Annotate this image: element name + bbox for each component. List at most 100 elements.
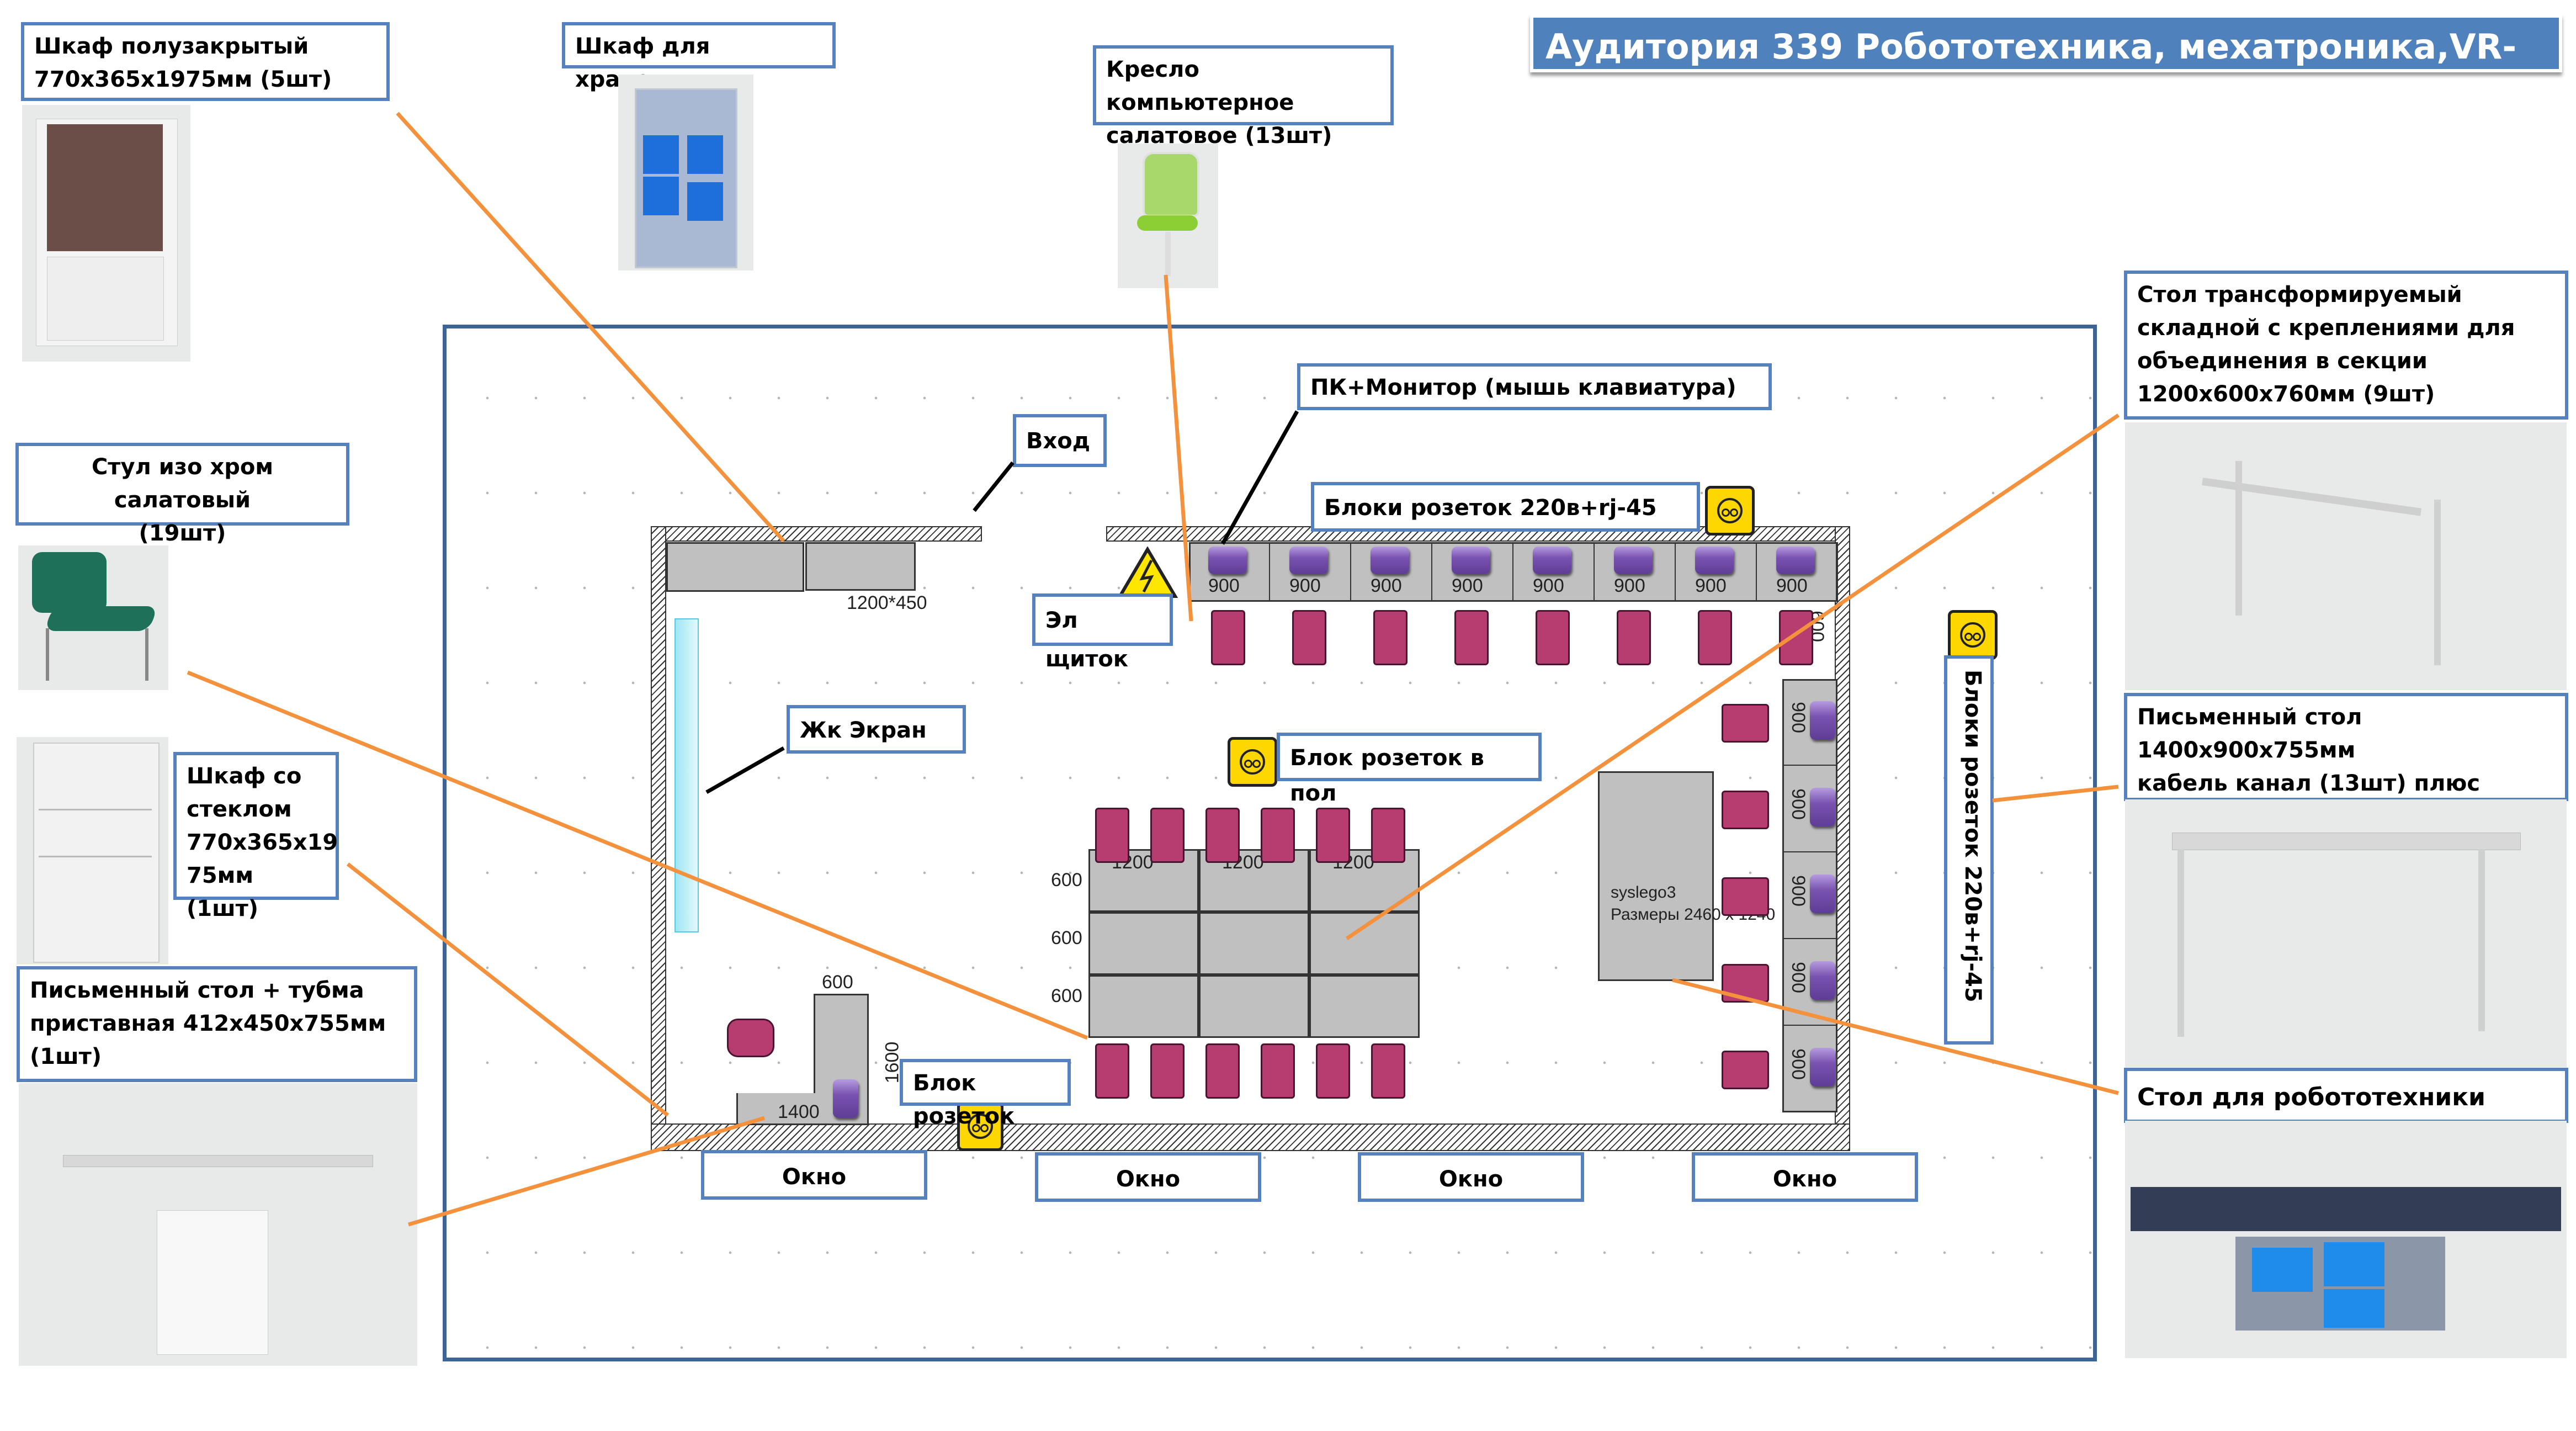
desk-width-label: 900 bbox=[1614, 575, 1645, 596]
chair-icon bbox=[1722, 964, 1769, 1003]
chair-icon bbox=[1150, 1043, 1185, 1099]
desk-width-label: 900 bbox=[1695, 575, 1727, 596]
chair-icon bbox=[1292, 610, 1326, 665]
pc-icon bbox=[1533, 547, 1571, 574]
right-desk: 900 bbox=[1782, 679, 1837, 766]
socket-icon-floor bbox=[1228, 737, 1277, 787]
callout-glass-cabinet: Шкаф со стеклом 770x365x19 75мм (1шт) bbox=[173, 752, 339, 921]
center-table bbox=[1088, 912, 1199, 975]
center-table-grid bbox=[1088, 849, 1420, 1038]
callout-lcd-screen: Жк Экран bbox=[787, 705, 966, 754]
lcd-screen bbox=[674, 618, 699, 932]
pc-icon bbox=[1810, 1048, 1835, 1086]
callout-robotics-table: Стол для робототехники 120кг 1шт bbox=[2124, 1068, 2568, 1156]
robotics-table-image bbox=[2125, 1121, 2567, 1358]
socket-icon-right bbox=[1948, 610, 1998, 660]
window-4: Окно bbox=[1692, 1152, 1918, 1202]
chair-icon bbox=[1205, 808, 1240, 863]
pc-icon bbox=[1776, 547, 1815, 574]
callout-socket-block: Блок розеток bbox=[900, 1059, 1071, 1129]
desk-width-label: 900 bbox=[1787, 788, 1809, 820]
center-table bbox=[1309, 912, 1420, 975]
chair-icon bbox=[1617, 610, 1651, 665]
chair-icon bbox=[1722, 791, 1769, 829]
callout-iso-chair: Стул изо хром салатовый (19шт) bbox=[15, 443, 349, 546]
callout-storage-cabinet: Шкаф для хранения bbox=[562, 22, 836, 92]
chair-icon bbox=[1371, 808, 1405, 863]
transform-table-image bbox=[2125, 422, 2567, 690]
desk-width-label: 900 bbox=[1787, 702, 1809, 733]
center-table bbox=[1199, 912, 1309, 975]
socket-icon-top bbox=[1705, 486, 1755, 536]
desk-width-label: 900 bbox=[1289, 575, 1321, 596]
computer-chair-image bbox=[1118, 144, 1218, 288]
teacher-pc-icon bbox=[833, 1079, 858, 1118]
chair-icon bbox=[1095, 808, 1129, 863]
cabinet-1200x450 bbox=[805, 542, 916, 591]
teacher-desk-bottom-label: 1400 bbox=[778, 1101, 820, 1122]
chair-icon bbox=[1454, 610, 1489, 665]
pc-icon bbox=[1810, 961, 1835, 1000]
callout-electrical-panel: Эл щиток bbox=[1032, 593, 1173, 672]
wall-bottom bbox=[651, 1123, 1850, 1151]
desk-width-label: 900 bbox=[1787, 962, 1809, 993]
callout-computer-chair: Кресло компьютерное салатовое (13шт) bbox=[1093, 45, 1394, 149]
table-width-label: 600 bbox=[1051, 870, 1082, 891]
chair-icon bbox=[1316, 808, 1350, 863]
cabinet-size-label: 1200*450 bbox=[847, 592, 927, 613]
storage-cabinet-image bbox=[618, 75, 753, 271]
chair-icon bbox=[1698, 610, 1732, 665]
callout-pc-monitor: ПК+Монитор (мышь клавиатура) bbox=[1297, 363, 1772, 410]
right-desk: 900 bbox=[1782, 1026, 1837, 1112]
chair-icon bbox=[1536, 610, 1570, 665]
chair-icon bbox=[1722, 704, 1769, 743]
right-desk: 900 bbox=[1782, 766, 1837, 852]
desk-width-label: 900 bbox=[1787, 1048, 1809, 1080]
wall-top-left bbox=[651, 526, 982, 542]
iso-chair-image bbox=[18, 545, 168, 690]
window-2: Окно bbox=[1035, 1152, 1261, 1202]
desk-width-label: 900 bbox=[1787, 875, 1809, 907]
chair-icon bbox=[1211, 610, 1245, 665]
chair-icon bbox=[1722, 1051, 1769, 1089]
pc-icon bbox=[1810, 875, 1835, 913]
pc-icon bbox=[1452, 547, 1490, 574]
callout-transform-table: Стол трансформируемый складной с креплен… bbox=[2124, 271, 2568, 420]
page-title: Аудитория 339 Робототехника, мехатроника… bbox=[1530, 14, 2562, 125]
right-desk: 900 bbox=[1782, 852, 1837, 939]
table-width-label: 600 bbox=[1051, 985, 1082, 1006]
electrical-hazard-icon bbox=[1117, 547, 1178, 598]
desk-pedestal-image bbox=[19, 1083, 417, 1366]
right-desk: 900 bbox=[1782, 939, 1837, 1026]
pc-icon bbox=[1810, 788, 1835, 826]
chair-icon bbox=[1373, 610, 1407, 665]
top-desk: 900 bbox=[1270, 542, 1351, 602]
callout-cabinet-semi-closed: Шкаф полузакрытый 770x365x1975мм (5шт) bbox=[21, 22, 390, 101]
center-table bbox=[1199, 975, 1309, 1038]
top-desk: 900 bbox=[1189, 542, 1270, 602]
callout-entrance: Вход bbox=[1013, 414, 1107, 467]
robotics-table: syslego3 Размеры 2460 x 1240 bbox=[1598, 771, 1775, 981]
desk-width-label: 900 bbox=[1776, 575, 1808, 596]
top-desk: 900 bbox=[1757, 542, 1838, 602]
top-desk: 900 bbox=[1351, 542, 1432, 602]
pc-icon bbox=[1208, 547, 1247, 574]
cabinet-semi-closed-image bbox=[22, 105, 190, 362]
writing-desk-image bbox=[2125, 799, 2567, 1067]
callout-socket-blocks-right: Блоки розеток 220в+rj-45 bbox=[1944, 655, 1994, 1045]
wall-left bbox=[651, 526, 666, 1139]
desk-width-label: 900 bbox=[1533, 575, 1564, 596]
table-width-label: 600 bbox=[1051, 928, 1082, 948]
teacher-desk-top-label: 600 bbox=[822, 972, 853, 993]
pc-icon bbox=[1371, 547, 1409, 574]
chair-icon bbox=[1205, 1043, 1240, 1099]
window-3: Окно bbox=[1358, 1152, 1584, 1202]
callout-writing-desk: Письменный стол 1400x900x755мм кабель ка… bbox=[2124, 693, 2568, 895]
robotics-table-name: syslego3 bbox=[1611, 883, 1676, 902]
callout-socket-blocks-top: Блоки розеток 220в+rj-45 bbox=[1311, 482, 1700, 532]
top-desk: 900 bbox=[1595, 542, 1676, 602]
chair-icon bbox=[1261, 808, 1295, 863]
top-desk: 900 bbox=[1432, 542, 1513, 602]
callout-desk-pedestal: Письменный стол + тубма приставная 412x4… bbox=[17, 966, 417, 1082]
glass-cabinet-image bbox=[17, 737, 168, 964]
